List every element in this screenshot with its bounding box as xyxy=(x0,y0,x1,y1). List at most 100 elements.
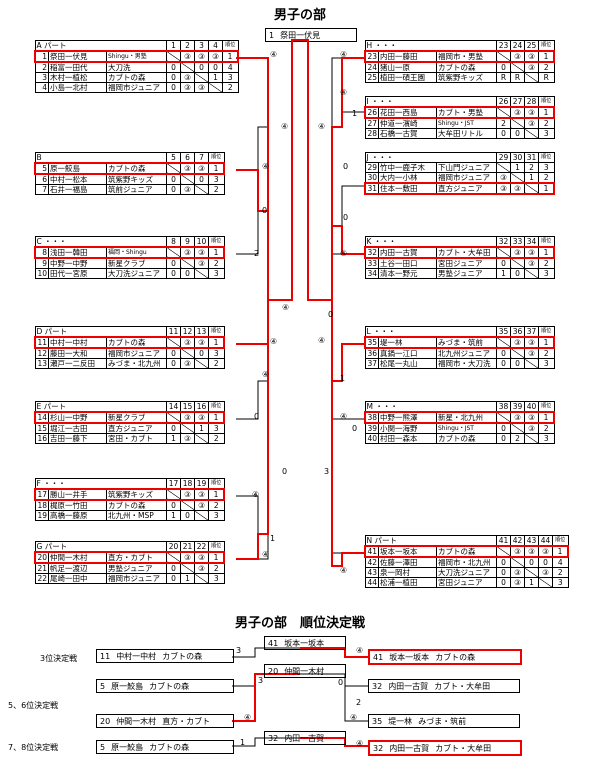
player-name: 杉山一中野 xyxy=(48,411,107,424)
player-name: 祭田一伏見 xyxy=(48,50,107,63)
score-cell xyxy=(524,358,539,369)
score-cell: ③ xyxy=(524,106,539,119)
placement-title: 男子の部 順位決定戦 xyxy=(234,616,365,631)
rank-cell: 1 xyxy=(208,246,225,259)
player-no: 23 xyxy=(364,50,379,63)
score-cell xyxy=(194,358,209,369)
score-cell: ③ xyxy=(180,336,195,349)
score-cell: ③ xyxy=(194,246,209,259)
score-cell xyxy=(166,411,181,424)
score-j: 0 xyxy=(282,467,288,476)
rank-cell: 1 xyxy=(538,50,555,63)
score-aa: 0 xyxy=(343,213,349,222)
score-cell xyxy=(194,268,209,279)
score-cell: ③ xyxy=(194,411,209,424)
score-d: 0 xyxy=(262,206,268,215)
score-cell: ③ xyxy=(524,50,539,63)
score-cell: ③ xyxy=(524,411,539,424)
player-name: 中野一熊澤 xyxy=(378,411,437,424)
rank-cell: 3 xyxy=(538,128,555,139)
label-3rd: 3位決定戦 xyxy=(40,654,78,663)
score-cell xyxy=(538,577,553,588)
player-team: カブト・大牟田 xyxy=(436,246,497,259)
player-team: 直方ジュニア xyxy=(436,182,497,195)
page-title: 男子の部 xyxy=(273,8,326,23)
final-seed: 1 xyxy=(269,30,275,40)
rank-cell: 1 xyxy=(208,162,225,175)
player-team: みづま・筑前 xyxy=(436,336,497,349)
score-y: 0 xyxy=(352,424,358,433)
pscore-8: 1 xyxy=(240,738,246,747)
score-o: ④ xyxy=(340,50,348,59)
score-cell: ③ xyxy=(524,246,539,259)
pscore-9: ④ xyxy=(356,739,364,748)
player-name: 内田一古賀 xyxy=(378,246,437,259)
score-cell xyxy=(194,510,209,521)
pscore-1: 3 xyxy=(236,646,242,655)
score-r: ④ xyxy=(318,122,326,131)
score-b: ④ xyxy=(281,122,289,131)
rank-cell: 3 xyxy=(208,510,225,521)
score-cell xyxy=(524,182,539,195)
score-cell: 2 xyxy=(524,162,539,173)
score-f: ④ xyxy=(270,337,278,346)
rank-cell: 1 xyxy=(208,336,225,349)
rank-cell: 2 xyxy=(208,358,225,369)
pscore-4: 0 xyxy=(338,678,344,687)
score-cell xyxy=(524,128,539,139)
rank-cell: 3 xyxy=(538,162,555,173)
score-l: 1 xyxy=(270,534,276,543)
player-name: 中村一中村 xyxy=(48,336,107,349)
score-cell: ③ xyxy=(510,246,525,259)
final-name: 祭田一伏見 xyxy=(280,30,321,40)
score-e: 2 xyxy=(254,249,260,258)
player-name: 坂本一坂本 xyxy=(378,545,437,558)
rank-cell: R xyxy=(538,72,555,83)
rank-cell: 2 xyxy=(208,184,225,195)
score-cell: ③ xyxy=(194,336,209,349)
score-cell xyxy=(496,545,511,558)
score-cell: ③ xyxy=(510,50,525,63)
score-n: 0 xyxy=(328,310,334,319)
rank-cell: 3 xyxy=(538,433,555,444)
score-c: ④ xyxy=(262,162,270,171)
label-5-6: 5、6位決定戦 xyxy=(8,701,59,710)
score-cell: ③ xyxy=(510,336,525,349)
pscore-3: 3 xyxy=(258,676,264,685)
score-cell xyxy=(524,268,539,279)
